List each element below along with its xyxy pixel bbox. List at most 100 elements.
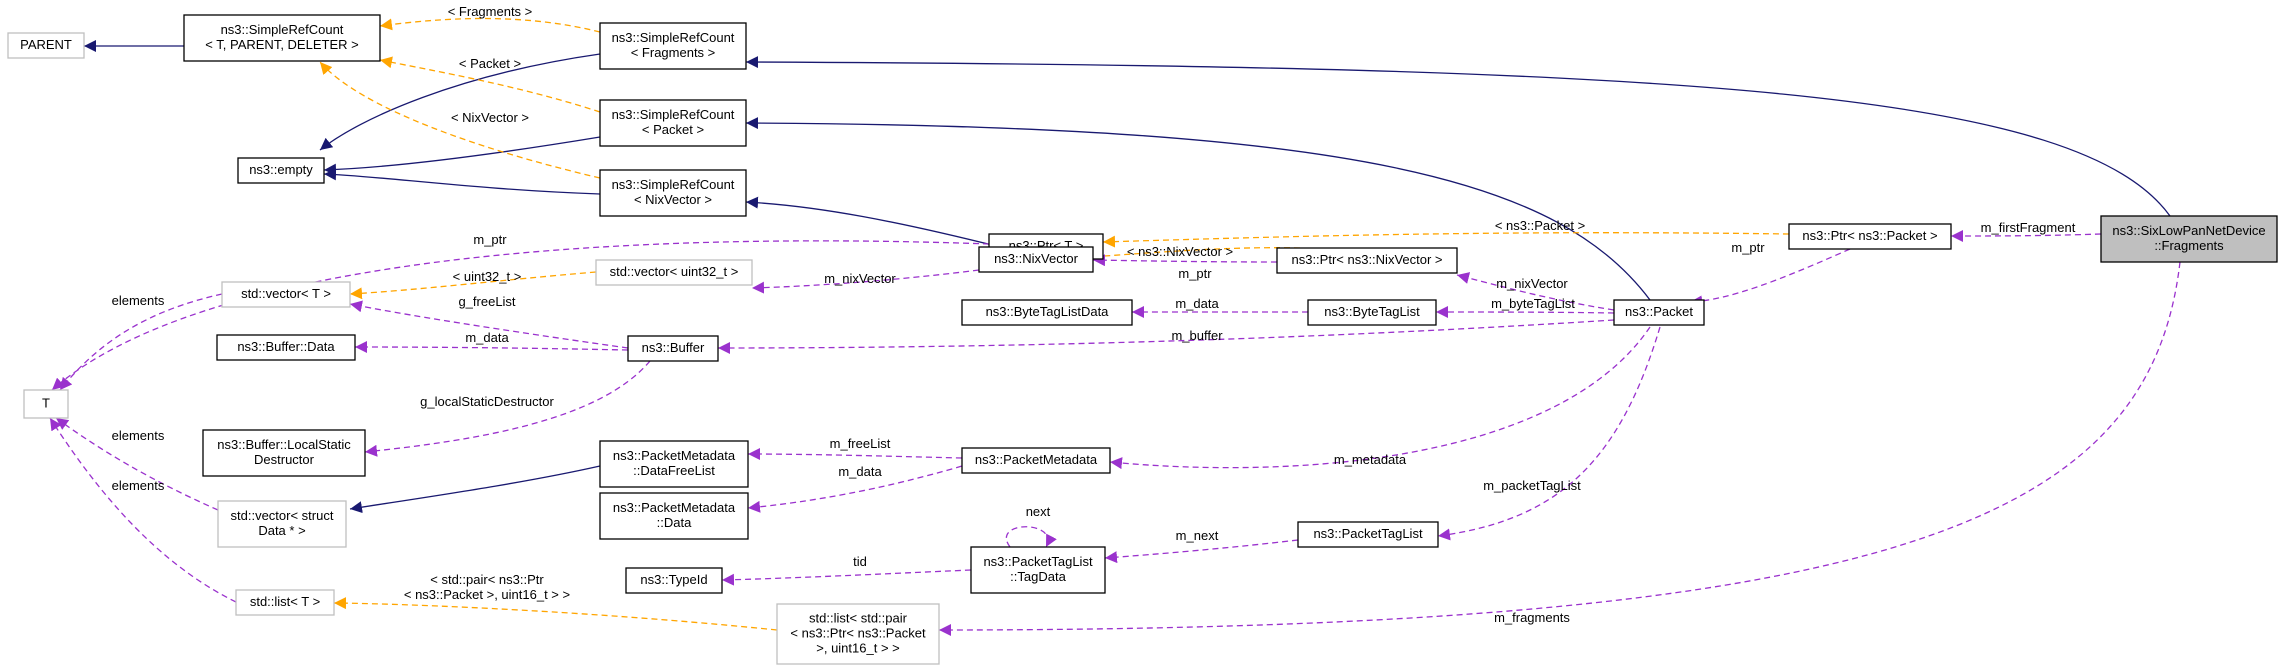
node-label: ns3::NixVector (994, 251, 1078, 266)
class-node-src-fragments[interactable]: ns3::SimpleRefCount< Fragments > (599, 22, 747, 70)
class-node-pm[interactable]: ns3::PacketMetadata (961, 447, 1111, 474)
edge-label-m-nix-vector: m_nixVector (1496, 276, 1568, 291)
class-node-empty[interactable]: ns3::empty (237, 157, 325, 184)
edge-label-line: elements (112, 478, 165, 493)
node-label-line: ns3::Buffer::LocalStatic (217, 437, 351, 452)
edge-use-struct-elements (55, 417, 219, 511)
edge-label-line: g_freeList (458, 294, 515, 309)
edge-label-line: < ns3::NixVector > (1127, 244, 1233, 259)
node-label: ns3::Packet (1625, 304, 1693, 319)
class-node-ptr-packet[interactable]: ns3::Ptr< ns3::Packet > (1788, 223, 1952, 250)
edge-tpl-fragments (379, 17, 601, 33)
class-node-nix-vector[interactable]: ns3::NixVector (978, 246, 1094, 273)
node-box (1307, 299, 1437, 326)
node-label: ns3::PacketMetadata (975, 452, 1098, 467)
edge-line (333, 597, 778, 631)
class-node-list-t[interactable]: std::list< T > (235, 589, 335, 616)
node-label-line: ns3::SimpleRefCount (221, 22, 344, 37)
edge-label-m-byte-tag-list: m_byteTagList (1491, 296, 1575, 311)
node-box (627, 335, 719, 362)
edge-label-m-buffer: m_buffer (1171, 328, 1223, 343)
node-label-line: ns3::PacketMetadata (613, 500, 736, 515)
class-node-packet[interactable]: ns3::Packet (1613, 299, 1705, 326)
node-label-line: >, uint16_t > > (816, 641, 899, 656)
node-label-line: ns3::NixVector (994, 251, 1078, 266)
edge-label-elements-vec: elements (112, 293, 165, 308)
edge-line (55, 417, 219, 511)
node-box (235, 589, 335, 616)
edge-label-packet-tpl: < Packet > (459, 56, 521, 71)
edge-packet-inh (745, 117, 1651, 301)
class-node-ptr-nix-vector[interactable]: ns3::Ptr< ns3::NixVector > (1276, 247, 1458, 274)
node-label: T (42, 396, 50, 411)
class-node-pm-data[interactable]: ns3::PacketMetadata::Data (599, 492, 749, 540)
edge-line (1109, 326, 1651, 470)
node-label: PARENT (20, 37, 72, 52)
node-label-line: T (42, 396, 50, 411)
edge-line (1092, 254, 1278, 267)
class-node-packet-tag-list[interactable]: ns3::PacketTagList (1297, 521, 1439, 548)
node-label: ns3::Ptr< ns3::Packet > (1802, 228, 1937, 243)
edge-label-nix-ptr-tpl: < ns3::NixVector > (1127, 244, 1233, 259)
edge-label-m-first-fragment: m_firstFragment (1981, 220, 2076, 235)
node-box (1297, 521, 1439, 548)
node-box (970, 546, 1106, 594)
edge-label-m-ptr-packet: m_ptr (1731, 240, 1765, 255)
edge-labels: < Fragments > < Packet > < NixVector > m_pt… (112, 4, 2076, 625)
edge-use-nix-vec (751, 269, 980, 294)
edge-line (323, 136, 601, 176)
class-node-src-nix-vector[interactable]: ns3::SimpleRefCount< NixVector > (599, 169, 747, 217)
class-node-list-pair[interactable]: std::list< std::pair< ns3::Ptr< ns3::Pac… (776, 603, 940, 665)
class-node-t[interactable]: T (23, 389, 69, 419)
edge-label-nix-vector-tpl: < NixVector > (451, 110, 529, 125)
class-node-buffer[interactable]: ns3::Buffer (627, 335, 719, 362)
edge-use-vec-elements (59, 293, 223, 391)
node-label-line: ns3::ByteTagList (1324, 304, 1420, 319)
node-box (961, 447, 1111, 474)
node-box (599, 169, 747, 217)
edge-line (59, 293, 223, 391)
edge-label-m-data-buf: m_data (465, 330, 509, 345)
nodes: PARENT ns3::SimpleRefCount< T, PARENT, DE… (7, 14, 2278, 665)
class-node-src-packet[interactable]: ns3::SimpleRefCount< Packet > (599, 99, 747, 147)
node-label: ns3::empty (249, 162, 313, 177)
edge-srcpkt-inh (323, 136, 601, 176)
class-node-buffer-data[interactable]: ns3::Buffer::Data (216, 334, 356, 361)
edge-line (1104, 539, 1299, 564)
edge-label-line: m_byteTagList (1491, 296, 1575, 311)
class-node-pm-free-list[interactable]: ns3::PacketMetadata::DataFreeList (599, 440, 749, 488)
class-node-ptl-tag-data[interactable]: ns3::PacketTagList::TagData (970, 546, 1106, 594)
class-node-byte-tag-list-data[interactable]: ns3::ByteTagListData (961, 299, 1133, 326)
node-label-line: < NixVector > (634, 192, 712, 207)
class-node-src-template[interactable]: ns3::SimpleRefCount< T, PARENT, DELETER … (183, 14, 381, 62)
node-box (202, 429, 366, 477)
class-node-byte-tag-list[interactable]: ns3::ByteTagList (1307, 299, 1437, 326)
edge-line (49, 417, 237, 603)
edge-line (379, 17, 601, 33)
edge-label-line: elements (112, 293, 165, 308)
edge-label-m-next: m_next (1176, 528, 1219, 543)
class-node-type-id[interactable]: ns3::TypeId (625, 567, 723, 594)
edge-label-line: < ns3::Packet > (1495, 218, 1585, 233)
class-node-vector-t[interactable]: std::vector< T > (221, 281, 351, 308)
edge-use-ptrt (51, 240, 990, 391)
edge-line (938, 261, 2181, 636)
class-node-parent[interactable]: PARENT (7, 32, 85, 59)
class-node-fragments[interactable]: ns3::SixLowPanNetDevice::Fragments (2100, 215, 2278, 263)
node-box (1788, 223, 1952, 250)
node-box (221, 281, 351, 308)
edge-use-buf-data (354, 341, 629, 354)
node-label-line: ns3::Ptr< ns3::Packet > (1802, 228, 1937, 243)
edge-tpl-vector-uint32 (349, 271, 597, 300)
edge-use-packet-nix (1456, 272, 1615, 311)
node-label-line: ::TagData (1010, 569, 1066, 584)
edge-label-line: m_ptr (473, 232, 507, 247)
edge-label-line: < Fragments > (448, 4, 533, 19)
node-label-line: ns3::TypeId (640, 572, 707, 587)
node-label-line: std::vector< struct (231, 508, 334, 523)
class-node-vector-uint32[interactable]: std::vector< uint32_t > (595, 259, 753, 286)
node-label-line: Destructor (254, 452, 315, 467)
